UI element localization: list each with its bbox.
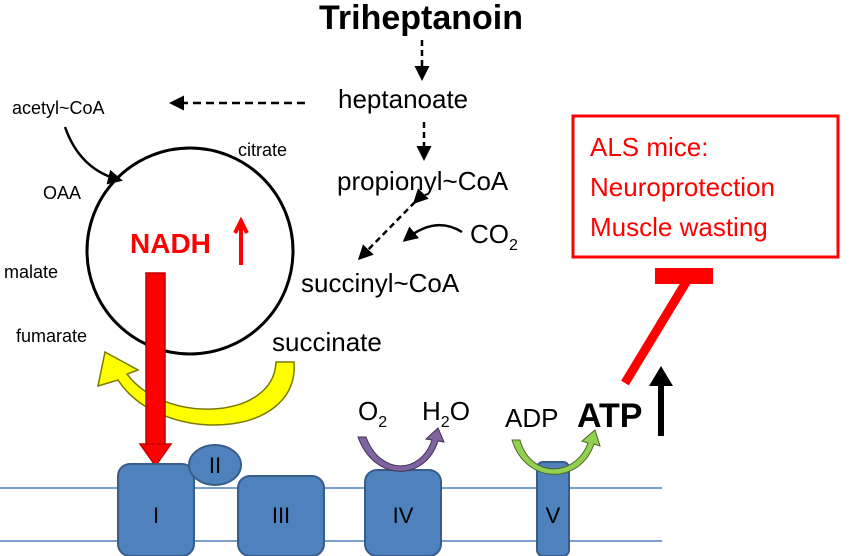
complex-v xyxy=(536,461,570,556)
succinate-fumarate-arrow xyxy=(97,350,295,426)
als-box xyxy=(571,114,840,259)
complex-iv-label: IV xyxy=(393,503,414,528)
label-succinyl-coa: succinyl~CoA xyxy=(301,268,460,298)
complex-v-label: V xyxy=(546,503,561,528)
als-line-3: Muscle wasting xyxy=(590,212,768,242)
nadh-to-complex1-head xyxy=(138,443,173,468)
complex-iii-label: III xyxy=(272,503,290,528)
complex-i xyxy=(117,463,195,556)
label-fumarate: fumarate xyxy=(16,326,87,346)
label-oaa: OAA xyxy=(43,183,81,203)
label-citrate: citrate xyxy=(238,140,287,160)
label-co2: CO2 xyxy=(470,219,518,254)
label-malate: malate xyxy=(4,262,58,282)
label-o2: O2 xyxy=(358,396,387,431)
arrow-propionyl-succinyl xyxy=(357,188,429,261)
o2-h2o-arrow xyxy=(357,427,445,472)
label-adp: ADP xyxy=(505,403,558,433)
inhibition-bar xyxy=(655,268,713,284)
nadh-to-complex1-shaft xyxy=(145,272,166,446)
label-acetyl-coa: acetyl~CoA xyxy=(12,98,105,118)
label-atp: ATP xyxy=(577,397,642,435)
arrow-acetylcoa-cycle xyxy=(63,126,123,185)
arrow-co2 xyxy=(402,223,463,242)
adp-atp-arrow xyxy=(511,429,601,475)
atp-up-arrow-head xyxy=(649,366,673,386)
inhibition-line xyxy=(621,276,692,386)
als-line-1: ALS mice: xyxy=(590,132,709,162)
complex-iii xyxy=(237,475,325,556)
complex-i-label: I xyxy=(153,503,159,528)
complex-ii xyxy=(188,444,242,486)
als-line-2: Neuroprotection xyxy=(590,172,775,202)
label-succinate: succinate xyxy=(272,327,382,357)
nadh-label: NADH xyxy=(130,228,211,259)
label-h2o: H2O xyxy=(422,396,470,431)
label-heptanoate: heptanoate xyxy=(338,84,468,114)
nadh-up-arrow xyxy=(233,216,249,265)
label-propionyl-coa: propionyl~CoA xyxy=(337,166,509,196)
title-triheptanoin: Triheptanoin xyxy=(319,0,523,37)
complex-ii-label: II xyxy=(209,453,221,478)
tca-cycle-circle xyxy=(85,146,295,356)
